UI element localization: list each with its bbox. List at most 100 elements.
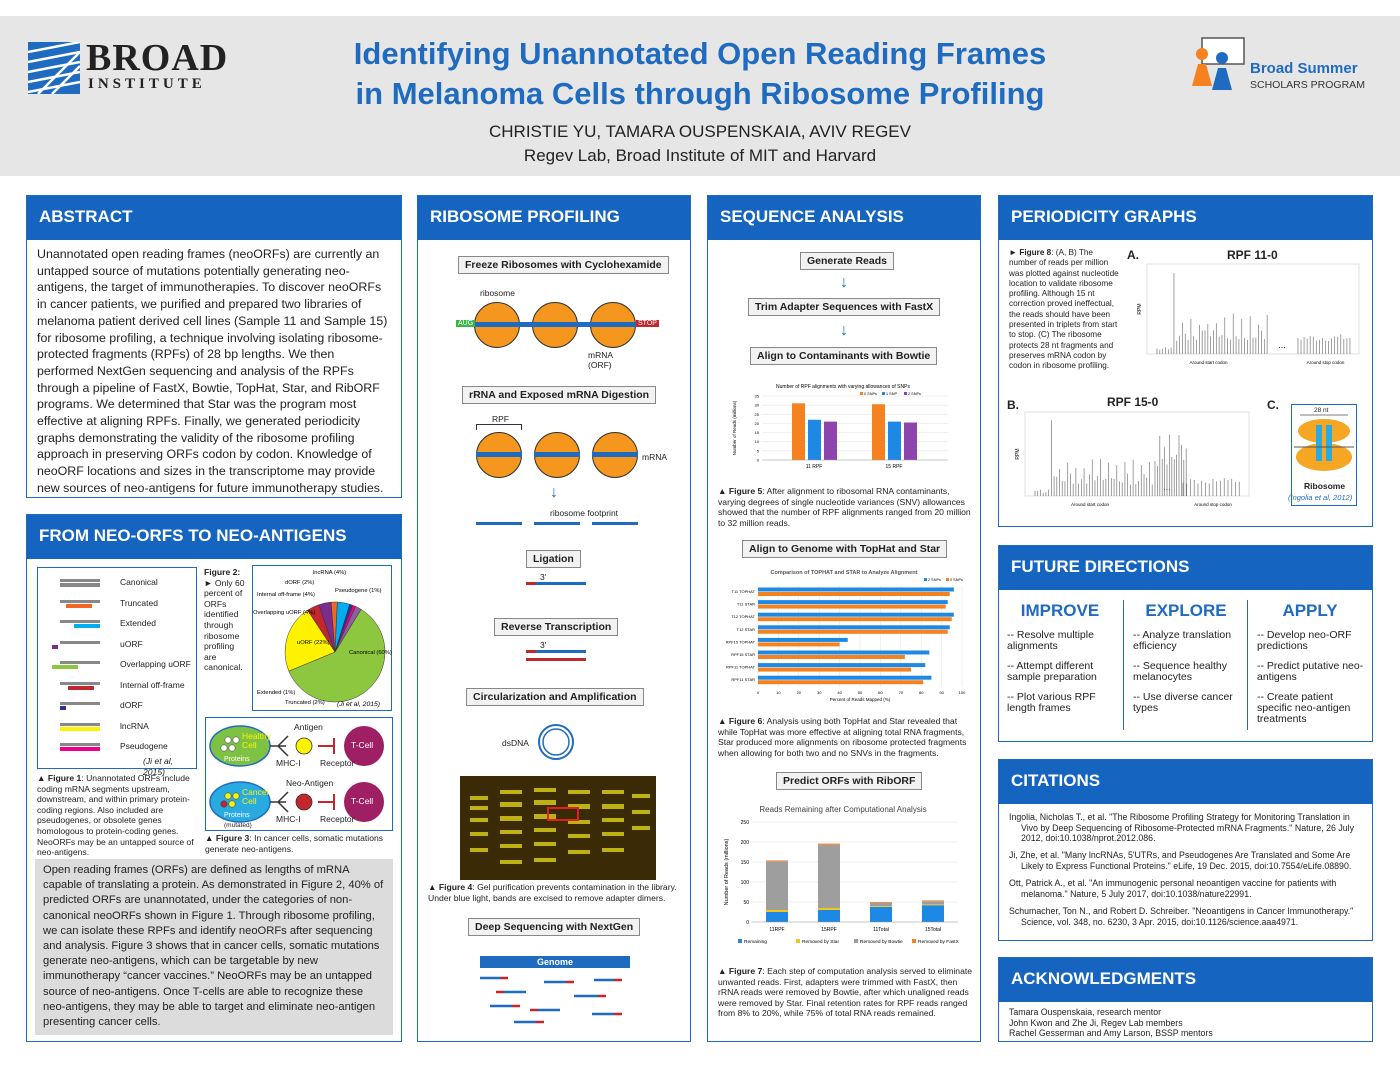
- fig7-ylabel: Number of Reads (millions): [724, 839, 730, 906]
- orf-segment-bar: [52, 665, 78, 669]
- fig5-ytick: 0: [757, 458, 760, 463]
- fig6-bar: [758, 592, 950, 596]
- ribo-panel: RIBOSOME PROFILING Freeze Ribosomes with…: [417, 195, 691, 1042]
- orf-gene-bar: [60, 599, 100, 603]
- orf-type-label: Internal off-frame: [120, 679, 185, 690]
- fig2-caption: Figure 2: ► Only 60 percent of ORFs iden…: [204, 567, 246, 673]
- fig5-bar: [808, 419, 821, 460]
- three-prime-label-2: 3': [540, 640, 547, 650]
- pie-label-overlap: Overlapping uORF (4%): [253, 610, 315, 616]
- fig6-bar: [758, 612, 954, 617]
- fig6-bar: [758, 600, 948, 605]
- fig5-xtick: 15 RPF: [886, 464, 903, 470]
- explore_items-list-item: -- Analyze translation efficiency: [1133, 629, 1232, 652]
- ribo-step-digestion: rRNA and Exposed mRNA Digestion: [462, 386, 657, 404]
- neo-antigen-shape: [295, 793, 313, 811]
- orf-gene-bar: [60, 722, 100, 726]
- ribo-step-rt: Reverse Transcription: [494, 618, 619, 636]
- fig6-ytick: RPF11 STAR: [731, 677, 755, 682]
- fig5-ytick: 25: [755, 412, 760, 417]
- fig7-ytick: 50: [743, 900, 749, 906]
- ribo-heading: RIBOSOME PROFILING: [418, 196, 690, 240]
- seq-step-tophat-star: Align to Genome with TopHat and Star: [742, 540, 948, 558]
- pie-label-internal: Internal off-frame (4%): [257, 592, 315, 598]
- fig5-ytick: 30: [755, 403, 760, 408]
- fig6-bar: [758, 663, 926, 668]
- fig8-caption: ► Figure 8: (A, B) The number of reads p…: [1009, 248, 1119, 372]
- fig6-ytick: T11 STAR: [737, 602, 755, 607]
- orf-segment-bar: [66, 603, 92, 608]
- fig5-legend-label: 1 SNP: [886, 392, 897, 396]
- fig5-legend-label: 2 SNPs: [908, 392, 921, 396]
- fig6-xtick: 30: [817, 690, 822, 695]
- fig6-ytick: T12 STAR: [737, 627, 755, 632]
- ribosome-structure-icon: [1294, 414, 1354, 471]
- neo-heading: FROM NEO-ORFS TO NEO-ANTIGENS: [27, 515, 401, 559]
- apply_items-list-item: -- Develop neo-ORF predictions: [1257, 629, 1352, 652]
- fig5-caption: ▲ Figure 5: After alignment to ribosomal…: [718, 486, 974, 528]
- fig7-legend-swatch: [854, 939, 858, 943]
- fig3-mhc-label-1: MHC-I: [276, 758, 301, 768]
- fig3-tcell-label-1: T-Cell: [351, 740, 374, 750]
- panel-b-label: B.: [1007, 398, 1019, 412]
- dsdna-label: dsDNA: [502, 738, 529, 748]
- pie-label-canonical: Canonical (60%): [349, 650, 392, 656]
- fig6-xtick: 90: [939, 690, 944, 695]
- orf-segment-bar: [60, 726, 100, 731]
- tophat-star-chart: Comparison of TOPHAT and STAR to Analyze…: [726, 570, 966, 702]
- fig3-receptor-label-2: Receptor: [320, 814, 355, 824]
- citations-heading: CITATIONS: [999, 760, 1372, 804]
- fig7-bar-segment: [922, 904, 944, 906]
- orf-gene-bar: [60, 579, 100, 582]
- fig3-antigen-label: Antigen: [294, 722, 323, 732]
- ribo-step-ligation: Ligation: [526, 550, 581, 568]
- rpf11-title: RPF 11-0: [1227, 248, 1278, 262]
- fig7-ytick: 100: [741, 880, 750, 886]
- fig7-bar-segment: [818, 844, 840, 908]
- explore-heading: EXPLORE: [1145, 601, 1227, 620]
- orf-segment-bar: [52, 644, 58, 649]
- fig7-legend-label: Remaining: [744, 939, 767, 945]
- fig5-legend-swatch: [904, 392, 907, 395]
- fig2-caption-text: Only 60 percent of ORFs identified throu…: [204, 577, 245, 673]
- fig6-bar: [758, 667, 911, 672]
- fig6-xtick: 50: [858, 690, 863, 695]
- orf-segment-bar: [68, 685, 94, 690]
- pie-label-pseudo: Pseudogene (1%): [335, 588, 381, 594]
- bssp-logo: Broad Summer SCHOLARS PROGRAM: [1188, 36, 1378, 96]
- orf-type-label: Extended: [120, 618, 156, 628]
- pie-label-extended: Extended (1%): [257, 690, 295, 696]
- poster-title-line1: Identifying Unannotated Open Reading Fra…: [353, 36, 1047, 71]
- fig7-bar-segment: [818, 843, 840, 845]
- orf-segment-bar: [60, 583, 100, 587]
- fig5-ytick: 15: [755, 430, 760, 435]
- fig8-caption-text: : (A, B) The number of reads per million…: [1009, 248, 1119, 371]
- fig7-caption-label: ▲ Figure 7: [718, 966, 763, 976]
- fig7-bar-segment: [766, 861, 788, 910]
- three-prime-label-1: 3': [540, 572, 547, 582]
- rpf15-title: RPF 15-0: [1107, 395, 1159, 409]
- fig7-bar-segment: [870, 906, 892, 907]
- broad-logo-mark-icon: [28, 42, 80, 94]
- poster-header: BROAD INSTITUTE Identifying Unannotated …: [0, 16, 1400, 176]
- fig6-bar: [758, 655, 905, 659]
- tcell-shape-2: [344, 782, 384, 822]
- fig5-xtick: 11 RPF: [806, 464, 823, 470]
- fig7-bar-segment: [922, 901, 944, 905]
- orf-type-label: Overlapping uORF: [120, 659, 191, 669]
- citation-item: Schumacher, Ton N., and Robert D. Schrei…: [1009, 906, 1354, 927]
- scholars-icon: [1192, 37, 1245, 90]
- fig7-legend-label: Removed by FastX: [918, 939, 960, 945]
- mrna-label: mRNA: [642, 452, 668, 462]
- fig6-bar: [758, 642, 840, 647]
- fig3-proteins-label-2: Proteins: [224, 812, 250, 819]
- future-panel: FUTURE DIRECTIONS IMPROVE EXPLORE APPLY …: [998, 545, 1373, 742]
- genome-label: Genome: [536, 957, 573, 967]
- fig7-xtick: 15Total: [925, 927, 941, 933]
- fig7-ytick: 250: [741, 820, 750, 826]
- fig6-ytick: RPF15 TOPHAT: [726, 639, 756, 644]
- fig6-xtick: 20: [797, 690, 802, 695]
- ribosome-c-cite: (Ingolia et al, 2012): [1288, 493, 1353, 502]
- fig6-caption-label: ▲ Figure 6: [718, 716, 763, 726]
